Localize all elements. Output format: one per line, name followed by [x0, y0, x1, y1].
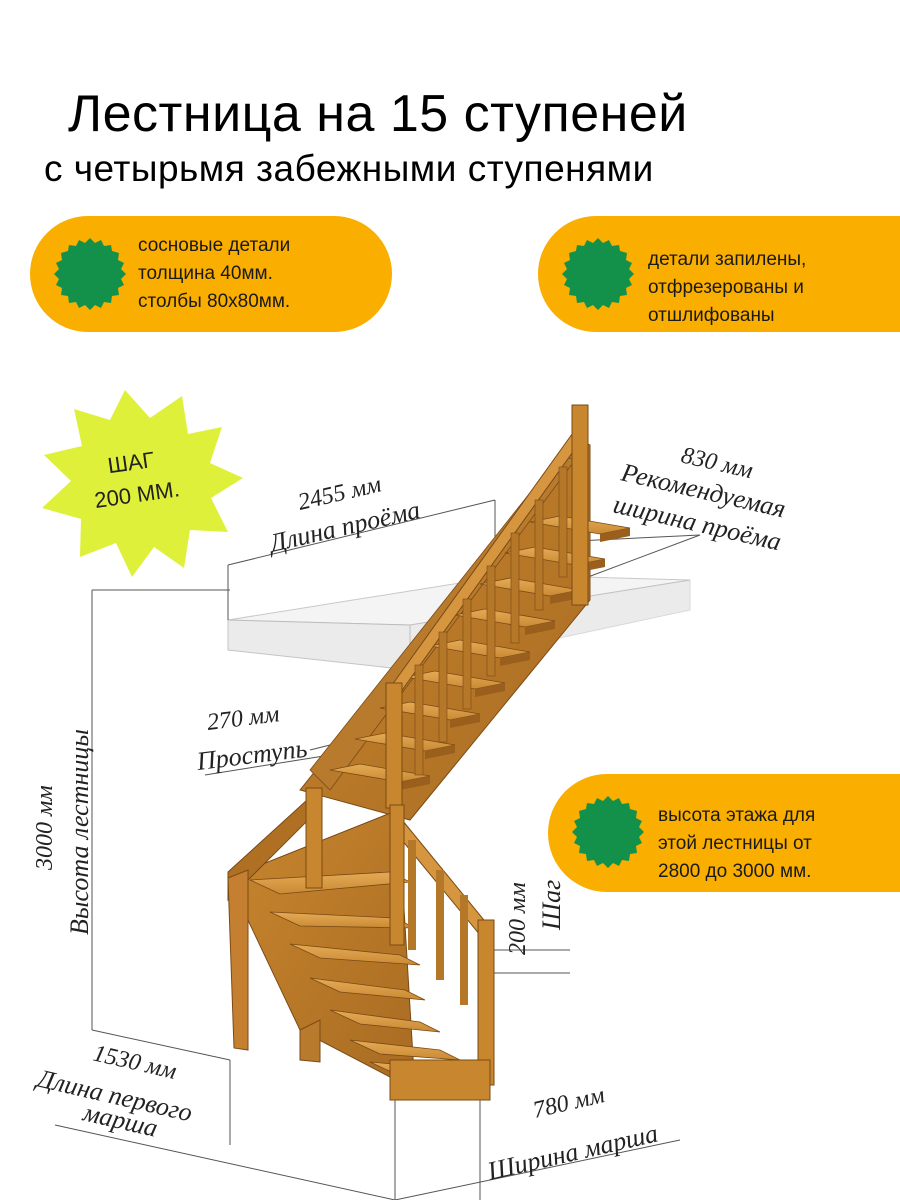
height-value: 3000 мм	[32, 785, 58, 871]
tread-edge	[400, 776, 430, 790]
flight-width-label: Ширина марша	[484, 1119, 661, 1187]
tread-edge	[600, 528, 630, 542]
badge-floor-line-1: высота этажа для	[658, 805, 816, 826]
tread-edge	[500, 652, 530, 666]
tread-edge	[425, 745, 455, 759]
upper-railing	[385, 404, 589, 809]
tread-edge	[525, 621, 555, 635]
height-label: Высота лестницы	[65, 729, 94, 935]
tread	[309, 977, 426, 1001]
star-shape	[42, 390, 243, 577]
tread	[329, 1009, 441, 1033]
baluster	[438, 631, 448, 743]
badge-wood-details: сосновые детали толщина 40мм. столбы 80х…	[30, 216, 392, 332]
badge-floor-height: высота этажа для этой лестницы от 2800 д…	[548, 774, 900, 892]
baluster	[510, 532, 520, 644]
seal-icon	[562, 238, 634, 310]
tread	[289, 943, 421, 966]
lower-railing	[305, 787, 495, 1101]
badge-processing-line-2: отфрезерованы и	[648, 277, 804, 298]
badge-wood-line-1: сосновые детали	[138, 235, 291, 256]
badge-processing: детали запилены, отфрезерованы и отшлифо…	[538, 216, 900, 332]
flight-width-value: 780 мм	[531, 1082, 608, 1124]
badge-processing-line-1: детали запилены,	[648, 249, 807, 270]
step-value: 200 мм	[505, 882, 531, 955]
step-label: Шаг	[537, 880, 566, 931]
seal-icon	[572, 796, 644, 868]
star-badge: ШАГ 200 ММ.	[42, 390, 243, 577]
badge-floor-line-3: 2800 до 3000 мм.	[658, 861, 812, 882]
baluster	[534, 499, 544, 611]
tread-value: 270 мм	[206, 701, 281, 736]
page-title: Лестница на 15 ступеней	[68, 85, 688, 143]
tread-edge	[475, 683, 505, 697]
seal-icon	[54, 238, 126, 310]
badge-processing-line-3: отшлифованы	[648, 305, 775, 326]
badge-floor-line-2: этой лестницы от	[658, 833, 812, 854]
baluster	[558, 466, 568, 578]
badge-wood-line-2: толщина 40мм.	[138, 263, 273, 284]
badge-wood-line-3: столбы 80х80мм.	[138, 291, 291, 312]
page-subtitle: с четырьмя забежными ступенями	[44, 148, 654, 189]
baluster	[462, 598, 472, 710]
tread-edge	[450, 714, 480, 728]
dimension-lines	[54, 499, 701, 1200]
baluster	[486, 565, 496, 677]
tread-label: Проступь	[194, 734, 309, 776]
baluster	[414, 664, 424, 776]
